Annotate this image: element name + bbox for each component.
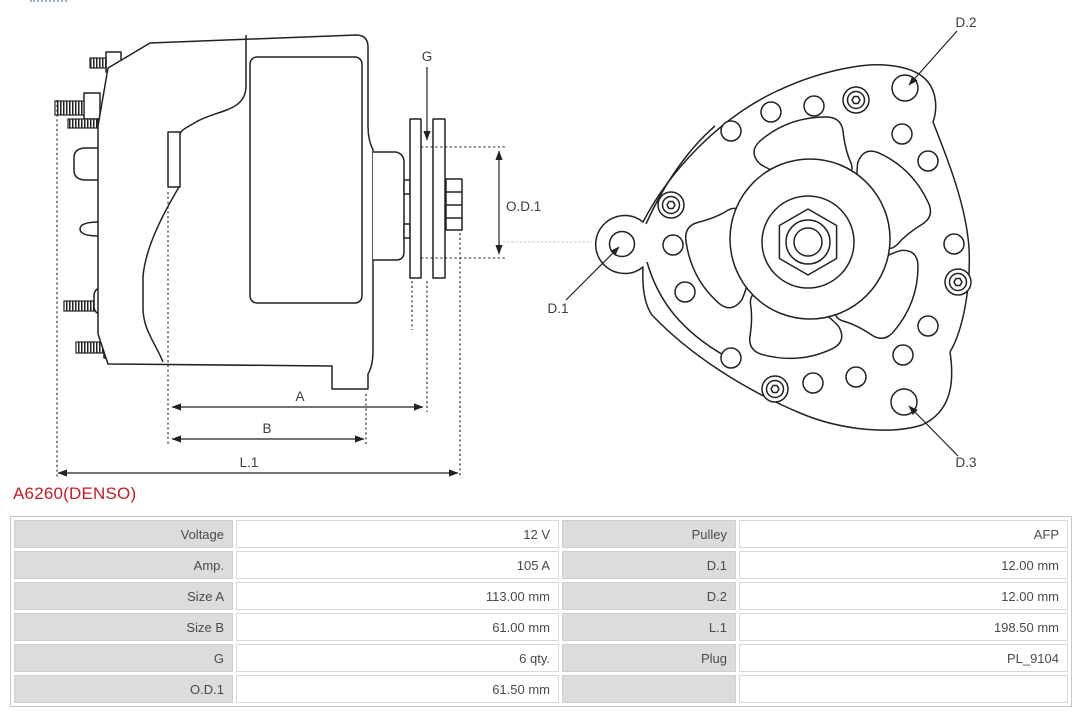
rear-view-drawing: D.2 D.1 D.3 bbox=[547, 15, 976, 470]
threaded-stud bbox=[63, 300, 95, 312]
dim-label-g: G bbox=[422, 49, 433, 64]
spec-label-l1: L.1 bbox=[562, 613, 736, 641]
dim-label-od1: O.D.1 bbox=[506, 199, 541, 214]
spec-value-g: 6 qty. bbox=[236, 644, 559, 672]
threaded-stud bbox=[75, 341, 105, 354]
shaft-step bbox=[403, 223, 411, 239]
cover-bump bbox=[167, 131, 181, 188]
leader-line-d2 bbox=[908, 30, 958, 86]
shaft-boss bbox=[373, 151, 405, 261]
pulley-flange bbox=[409, 118, 422, 279]
spec-label-voltage: Voltage bbox=[14, 520, 233, 548]
spec-value-amp: 105 A bbox=[236, 551, 559, 579]
spec-value-pulley: AFP bbox=[739, 520, 1068, 548]
spec-value-empty bbox=[739, 675, 1068, 703]
threaded-stud bbox=[89, 57, 107, 69]
table-row: G 6 qty. Plug PL_9104 bbox=[14, 644, 1068, 672]
side-view-drawing: G O.D.1 A B L.1 bbox=[54, 34, 541, 478]
table-row: Voltage 12 V Pulley AFP bbox=[14, 520, 1068, 548]
pulley-flange bbox=[432, 118, 446, 279]
spec-label-pulley: Pulley bbox=[562, 520, 736, 548]
spec-label-size-b: Size B bbox=[14, 613, 233, 641]
vent-holes bbox=[662, 95, 965, 394]
through-bolt bbox=[842, 86, 870, 114]
housing-contour bbox=[142, 186, 180, 363]
dim-label-d1: D.1 bbox=[547, 301, 568, 316]
table-row: O.D.1 61.50 mm bbox=[14, 675, 1068, 703]
stud-bracket bbox=[83, 92, 101, 120]
leader-line-d1 bbox=[565, 246, 620, 301]
spec-value-size-b: 61.00 mm bbox=[236, 613, 559, 641]
spec-label-plug: Plug bbox=[562, 644, 736, 672]
threaded-stud bbox=[54, 100, 85, 116]
dim-label-a: A bbox=[295, 389, 304, 404]
spec-value-d1: 12.00 mm bbox=[739, 551, 1068, 579]
terminal-cap bbox=[73, 147, 99, 181]
mounting-hole-d3 bbox=[890, 388, 918, 416]
threaded-stud bbox=[67, 118, 99, 129]
spec-value-plug: PL_9104 bbox=[739, 644, 1068, 672]
spec-value-d2: 12.00 mm bbox=[739, 582, 1068, 610]
dim-label-d2: D.2 bbox=[955, 15, 976, 30]
shaft-ring bbox=[785, 219, 831, 265]
rotor-circle bbox=[729, 158, 891, 320]
shaft-center bbox=[793, 227, 823, 257]
dim-label-l1: L.1 bbox=[240, 455, 259, 470]
shaft-nut bbox=[778, 208, 838, 276]
spec-value-voltage: 12 V bbox=[236, 520, 559, 548]
through-bolt bbox=[944, 268, 972, 296]
spec-value-od1: 61.50 mm bbox=[236, 675, 559, 703]
dim-label-d3: D.3 bbox=[955, 455, 976, 470]
alternator-technical-drawing: G O.D.1 A B L.1 bbox=[54, 15, 977, 478]
spec-label-od1: O.D.1 bbox=[14, 675, 233, 703]
table-row: Amp. 105 A D.1 12.00 mm bbox=[14, 551, 1068, 579]
rear-cover-inner bbox=[249, 56, 363, 304]
through-bolt bbox=[657, 191, 685, 219]
spec-value-size-a: 113.00 mm bbox=[236, 582, 559, 610]
part-number-title: A6260(DENSO) bbox=[13, 484, 137, 503]
housing-contour bbox=[179, 35, 247, 135]
dim-label-b: B bbox=[262, 421, 271, 436]
terminal-knob bbox=[79, 221, 100, 237]
leader-line-d3 bbox=[908, 405, 959, 457]
table-row: Size B 61.00 mm L.1 198.50 mm bbox=[14, 613, 1068, 641]
spec-table: Voltage 12 V Pulley AFP Amp. 105 A D.1 1… bbox=[10, 516, 1072, 707]
spec-label-size-a: Size A bbox=[14, 582, 233, 610]
arm-inner-edge bbox=[645, 125, 716, 225]
spec-value-l1: 198.50 mm bbox=[739, 613, 1068, 641]
spec-label-d1: D.1 bbox=[562, 551, 736, 579]
spec-label-d2: D.2 bbox=[562, 582, 736, 610]
pulley-spacer bbox=[445, 178, 463, 231]
spec-label-empty bbox=[562, 675, 736, 703]
hub-ring bbox=[761, 195, 855, 289]
spec-label-g: G bbox=[14, 644, 233, 672]
through-bolt bbox=[761, 375, 789, 403]
spec-label-amp: Amp. bbox=[14, 551, 233, 579]
arm-inner-edge bbox=[646, 261, 726, 357]
top-left-dotted-artifact bbox=[30, 0, 67, 2]
table-row: Size A 113.00 mm D.2 12.00 mm bbox=[14, 582, 1068, 610]
shaft-step bbox=[403, 179, 411, 195]
